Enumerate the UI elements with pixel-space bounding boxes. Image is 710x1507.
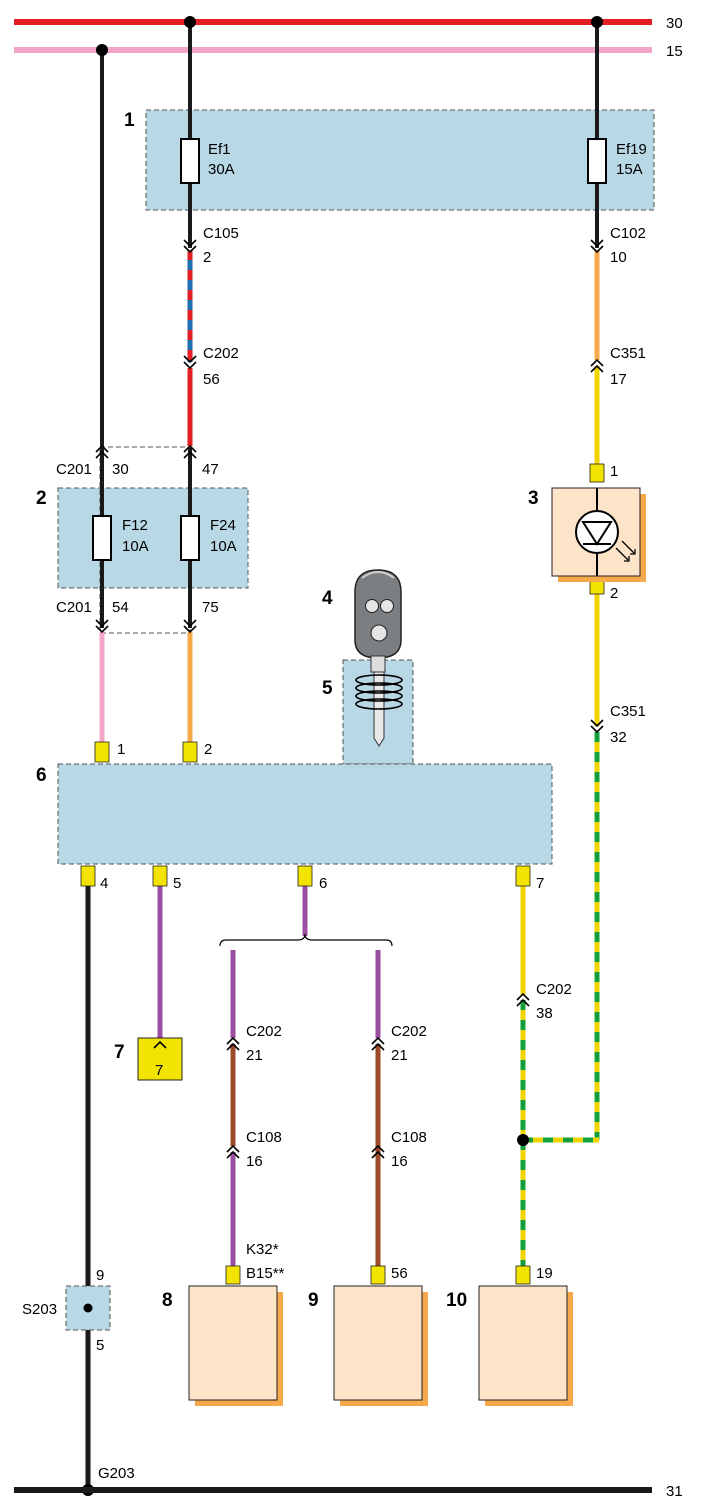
component-6-number: 6 bbox=[36, 765, 47, 786]
connector-c202-pin: 56 bbox=[203, 371, 220, 388]
connector-c202-d-label: C202 bbox=[391, 1023, 427, 1040]
component-8 bbox=[188, 1285, 278, 1401]
fuse-icon bbox=[587, 138, 607, 184]
module-pin1-label: 1 bbox=[117, 741, 125, 758]
fuse-icon bbox=[180, 515, 200, 561]
splice-s203-dot bbox=[83, 1303, 93, 1313]
fuse-f24-name: F24 bbox=[210, 517, 236, 534]
connector-c202-d-pin: 21 bbox=[391, 1047, 408, 1064]
component-4-number: 4 bbox=[322, 588, 333, 609]
splice-s203-pin-bottom: 5 bbox=[96, 1337, 104, 1354]
connector-c201-bot-pin1: 54 bbox=[112, 599, 129, 616]
splice-s203-label: S203 bbox=[22, 1301, 57, 1318]
connector-c105-label: C105 bbox=[203, 225, 239, 242]
rail-31-label: 31 bbox=[666, 1483, 683, 1500]
fuse-ef19-name: Ef19 bbox=[616, 141, 647, 158]
connector-c201-bot-pin2: 75 bbox=[202, 599, 219, 616]
fuse-f12-name: F12 bbox=[122, 517, 148, 534]
connector-c351-pin: 17 bbox=[610, 371, 627, 388]
key-fob-icon bbox=[354, 569, 402, 747]
branch-brace bbox=[219, 933, 393, 947]
fuse-f24-rating: 10A bbox=[210, 538, 237, 555]
connector-c108-b-pin: 16 bbox=[391, 1153, 408, 1170]
connector-c202-b-label: C202 bbox=[536, 981, 572, 998]
junction-led-return bbox=[517, 1134, 529, 1146]
module-pin4-label: 4 bbox=[100, 875, 108, 892]
component-3-number: 3 bbox=[528, 488, 539, 509]
fuse-ef1-name: Ef1 bbox=[208, 141, 231, 158]
connector-marks bbox=[95, 239, 604, 1159]
ground-terminal-label: 7 bbox=[155, 1062, 163, 1079]
connector-c351-label: C351 bbox=[610, 345, 646, 362]
connector-c105-pin: 2 bbox=[203, 249, 211, 266]
ground-terminal-icon bbox=[137, 1037, 183, 1081]
component-2-number: 2 bbox=[36, 488, 47, 509]
component-9-number: 9 bbox=[308, 1290, 319, 1311]
led-pin2-label: 2 bbox=[610, 585, 618, 602]
pin-terminals bbox=[80, 463, 605, 1285]
ground-g203-label: G203 bbox=[98, 1465, 135, 1482]
module-6 bbox=[57, 763, 553, 865]
led-icon bbox=[575, 488, 636, 576]
connector-c201-top-pin2: 47 bbox=[202, 461, 219, 478]
ignition-coil-icon bbox=[355, 674, 403, 710]
module-pin5-label: 5 bbox=[173, 875, 181, 892]
rail-30-label: 30 bbox=[666, 15, 683, 32]
connector-c202-b-pin: 38 bbox=[536, 1005, 553, 1022]
connector-c108-a-label: C108 bbox=[246, 1129, 282, 1146]
connector-c102-pin: 10 bbox=[610, 249, 627, 266]
component-10 bbox=[478, 1285, 568, 1401]
module-pin6-label: 6 bbox=[319, 875, 327, 892]
fuse-box-1 bbox=[145, 109, 655, 211]
connector-c201-bot-label: C201 bbox=[56, 599, 92, 616]
component-8-number: 8 bbox=[162, 1290, 173, 1311]
fuse-ef19-rating: 15A bbox=[616, 161, 643, 178]
fuse-box-2 bbox=[57, 487, 249, 589]
connector-c202-c-label: C202 bbox=[246, 1023, 282, 1040]
component-9 bbox=[333, 1285, 423, 1401]
component-8-pin-k32: K32* bbox=[246, 1241, 279, 1258]
connector-c351-b-label: C351 bbox=[610, 703, 646, 720]
power-rails: 30 15 bbox=[14, 15, 683, 60]
junction-30-right bbox=[591, 16, 603, 28]
connector-c201-top-pin1: 30 bbox=[112, 461, 129, 478]
fuse-f12-rating: 10A bbox=[122, 538, 149, 555]
component-5-number: 5 bbox=[322, 678, 333, 699]
module-pin2-label: 2 bbox=[204, 741, 212, 758]
connector-c351-b-pin: 32 bbox=[610, 729, 627, 746]
component-7-number: 7 bbox=[114, 1042, 125, 1063]
component-10-pin: 19 bbox=[536, 1265, 553, 1282]
component-10-number: 10 bbox=[446, 1290, 467, 1311]
connector-c202-c-pin: 21 bbox=[246, 1047, 263, 1064]
connector-c108-a-pin: 16 bbox=[246, 1153, 263, 1170]
module-pin7-label: 7 bbox=[536, 875, 544, 892]
component-8-pin-b15: B15** bbox=[246, 1265, 285, 1282]
connector-c108-b-label: C108 bbox=[391, 1129, 427, 1146]
fuse-icon bbox=[180, 138, 200, 184]
junction-15 bbox=[96, 44, 108, 56]
fuse-icon bbox=[92, 515, 112, 561]
fuse-ef1-rating: 30A bbox=[208, 161, 235, 178]
connector-c102-label: C102 bbox=[610, 225, 646, 242]
rail-15-label: 15 bbox=[666, 43, 683, 60]
splice-s203-pin-top: 9 bbox=[96, 1267, 104, 1284]
component-9-pin: 56 bbox=[391, 1265, 408, 1282]
led-pin1-label: 1 bbox=[610, 463, 618, 480]
connector-c201-top-label: C201 bbox=[56, 461, 92, 478]
junction-30-left bbox=[184, 16, 196, 28]
component-1-number: 1 bbox=[124, 110, 135, 131]
connector-c202-label: C202 bbox=[203, 345, 239, 362]
